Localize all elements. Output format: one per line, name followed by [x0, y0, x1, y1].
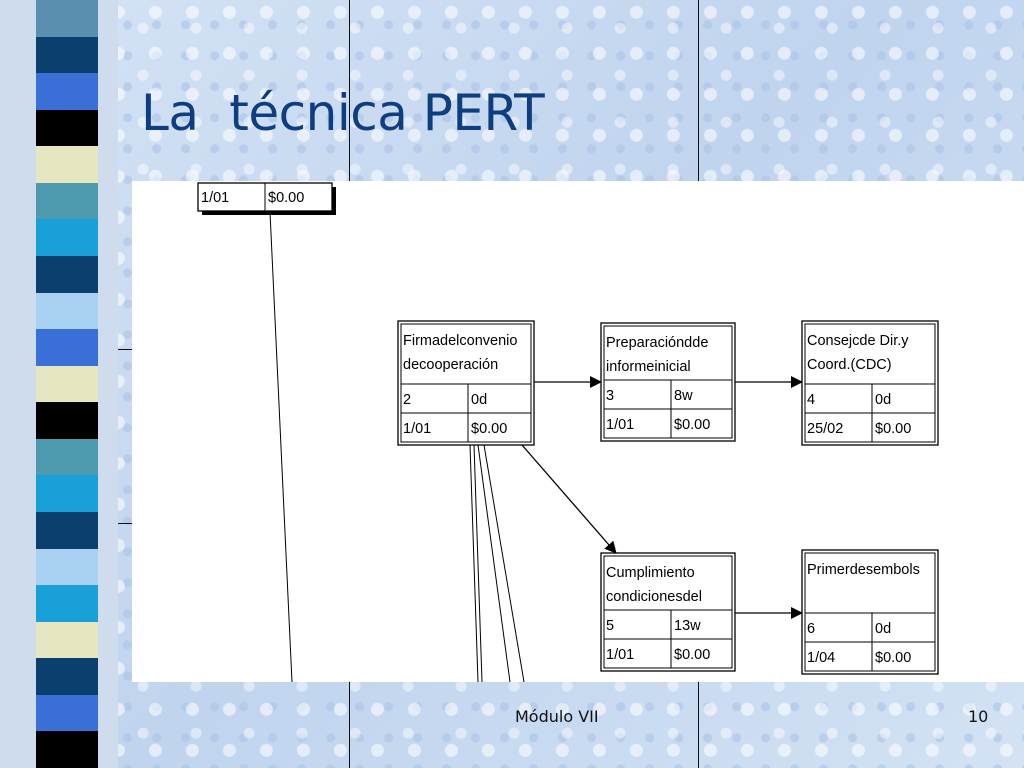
node-id: 5 — [606, 618, 614, 634]
decorative-stripe — [36, 36, 98, 74]
decorative-stripe — [36, 402, 98, 440]
node-name: Primerdesembols — [807, 562, 920, 578]
footer-module: Módulo VII — [515, 707, 599, 726]
node-id: 6 — [807, 621, 815, 637]
node-name: Consejcde Dir.y — [807, 333, 909, 349]
dependency-line — [473, 444, 483, 682]
node-inner-border — [603, 325, 733, 439]
node-start-date: 1/01 — [403, 421, 431, 437]
node-outer-border — [600, 552, 736, 672]
node-outer-border — [600, 322, 736, 442]
node-inner-border — [804, 552, 936, 672]
grid-line-vertical-3 — [349, 682, 350, 768]
node-inner-border — [603, 555, 733, 669]
grid-line-vertical-2 — [698, 0, 699, 181]
node-name: Preparacióndde — [606, 335, 708, 351]
page-number: 10 — [968, 707, 989, 726]
pert-node-n6: Primerdesembols 6 0d 1/04 $0.00 — [801, 549, 939, 675]
node-name-line2: informeinicial — [606, 359, 691, 375]
node-id: 4 — [807, 392, 815, 408]
node-outer-border — [801, 320, 939, 446]
grid-line-vertical-4 — [698, 682, 699, 768]
node-inner-border — [804, 323, 936, 443]
grid-line-vertical-1 — [349, 0, 350, 181]
decorative-stripe — [36, 694, 98, 732]
node-duration: 8w — [674, 388, 693, 404]
node-id: 2 — [403, 392, 411, 408]
node-name-line2: condicionesdel — [606, 589, 702, 605]
dependency-line — [483, 444, 525, 682]
decorative-stripe — [36, 146, 98, 184]
decorative-stripe — [36, 438, 98, 476]
node-name: Cumplimiento — [606, 565, 695, 581]
decorative-stripe — [36, 658, 98, 696]
node-duration: 0d — [875, 621, 891, 637]
node-cost: $0.00 — [875, 421, 911, 437]
decorative-stripe — [36, 256, 98, 294]
dependency-line — [469, 444, 479, 682]
pert-node-n3: Preparacióndde informeinicial 3 8w 1/01 $0.00 — [600, 322, 736, 442]
node-outer-border — [397, 320, 535, 446]
node-start-date: 1/04 — [807, 650, 835, 666]
node-name-line2: decooperación — [403, 357, 498, 373]
pert-node-n2: Firmadelconvenio decooperación 2 0d 1/01 $0.0… — [397, 320, 535, 446]
decorative-stripe — [36, 219, 98, 257]
node-id: 3 — [606, 388, 614, 404]
decorative-stripe — [36, 329, 98, 367]
node-start-date: 1/01 — [606, 417, 634, 433]
decorative-stripe — [36, 621, 98, 659]
node-duration: 0d — [875, 392, 891, 408]
decorative-stripe — [36, 73, 98, 111]
node-cost: $0.00 — [674, 647, 710, 663]
decorative-stripe-bar — [0, 0, 118, 768]
node-start-date: 1/01 — [606, 647, 634, 663]
node-name-line2: Coord.(CDC) — [807, 357, 892, 373]
node-start-date: 25/02 — [807, 421, 843, 437]
decorative-stripe — [36, 585, 98, 623]
node-outer-border — [801, 549, 939, 675]
node-cost: $0.00 — [674, 417, 710, 433]
decorative-stripe — [36, 548, 98, 586]
grid-line-horizontal-2 — [118, 523, 132, 524]
arrow-n2-n5 — [521, 444, 617, 554]
decorative-stripe — [36, 0, 98, 38]
decorative-stripe — [36, 109, 98, 147]
decorative-stripe — [36, 182, 98, 220]
node-duration: 0d — [471, 392, 487, 408]
decorative-stripe — [36, 512, 98, 550]
decorative-stripe — [36, 292, 98, 330]
decorative-stripe — [36, 475, 98, 513]
dependency-line — [477, 444, 511, 682]
node-cost: $0.00 — [268, 190, 304, 206]
node-cost: $0.00 — [875, 650, 911, 666]
dependency-line — [269, 211, 293, 682]
decorative-stripe — [36, 731, 98, 768]
node-start-date: 1/01 — [201, 190, 229, 206]
pert-node-n5: Cumplimiento condicionesdel 5 13w 1/01 $0.00 — [600, 552, 736, 672]
node-duration: 13w — [674, 618, 701, 634]
node-name: Firmadelconvenio — [403, 333, 517, 349]
node-cost: $0.00 — [471, 421, 507, 437]
grid-line-horizontal-1 — [118, 349, 132, 350]
decorative-stripe — [36, 365, 98, 403]
pert-node-start: 1/01 $0.00 — [197, 182, 336, 215]
slide-title: La técnica PERT — [141, 84, 545, 142]
node-inner-border — [400, 323, 532, 443]
